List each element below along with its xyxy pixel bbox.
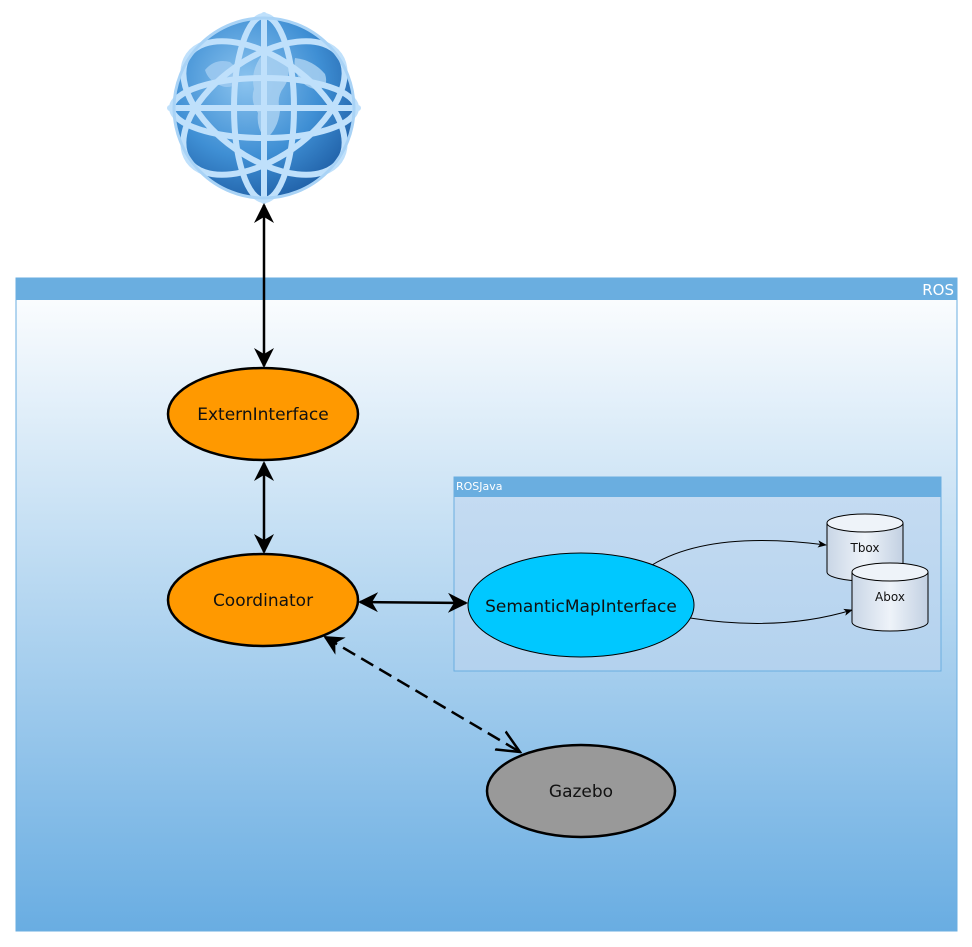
- node-gazebo[interactable]: Gazebo: [485, 743, 677, 839]
- ros-label: ROS: [922, 281, 954, 299]
- node-extern-interface-label: ExternInterface: [197, 405, 329, 425]
- globe-icon: [167, 12, 361, 204]
- node-semantic-map-interface-shape: [467, 552, 695, 658]
- rosjava-label: ROSJava: [456, 480, 503, 493]
- edge-coordinator-semanticmap: [358, 592, 468, 613]
- node-semantic-map-interface[interactable]: SemanticMapInterface: [467, 552, 695, 658]
- edge-coordinator-gazebo: [325, 635, 520, 752]
- node-gazebo-shape: [485, 743, 677, 839]
- database-tbox-label: Tbox: [849, 541, 879, 555]
- edge-semanticmap-tbox: [651, 540, 827, 566]
- node-extern-interface[interactable]: ExternInterface: [166, 366, 360, 462]
- node-coordinator[interactable]: Coordinator: [166, 552, 360, 648]
- node-extern-interface-shape: [166, 366, 360, 462]
- edge-semanticmap-abox: [689, 608, 853, 624]
- node-gazebo-label: Gazebo: [549, 782, 613, 802]
- node-coordinator-label: Coordinator: [213, 591, 313, 611]
- node-coordinator-shape: [166, 552, 360, 648]
- database-abox[interactable]: Abox: [851, 562, 929, 632]
- edges: [254, 203, 853, 752]
- node-semantic-map-interface-label: SemanticMapInterface: [485, 597, 677, 617]
- database-abox-label: Abox: [875, 590, 905, 604]
